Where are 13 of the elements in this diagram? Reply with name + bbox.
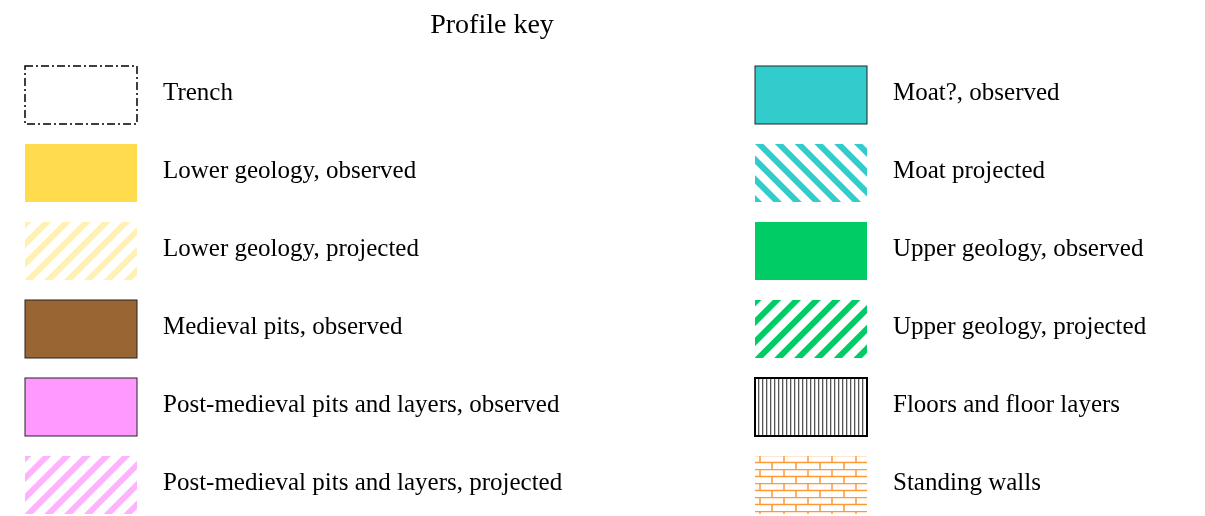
- legend-label: Medieval pits, observed: [163, 312, 403, 340]
- legend-label: Moat projected: [893, 156, 1046, 184]
- legend-label: Floors and floor layers: [893, 390, 1121, 418]
- legend-label: Upper geology, observed: [893, 234, 1144, 262]
- legend-label: Trench: [163, 78, 233, 106]
- legend-label: Post-medieval pits and layers, projected: [163, 468, 563, 496]
- legend-label: Standing walls: [893, 468, 1041, 496]
- key-title: Profile key: [429, 8, 555, 40]
- legend-label: Post-medieval pits and layers, observed: [163, 390, 560, 418]
- legend-label: Lower geology, projected: [163, 234, 419, 262]
- legend-label: Upper geology, projected: [893, 312, 1147, 340]
- legend-label: Moat?, observed: [893, 78, 1060, 106]
- legend-label: Lower geology, observed: [163, 156, 417, 184]
